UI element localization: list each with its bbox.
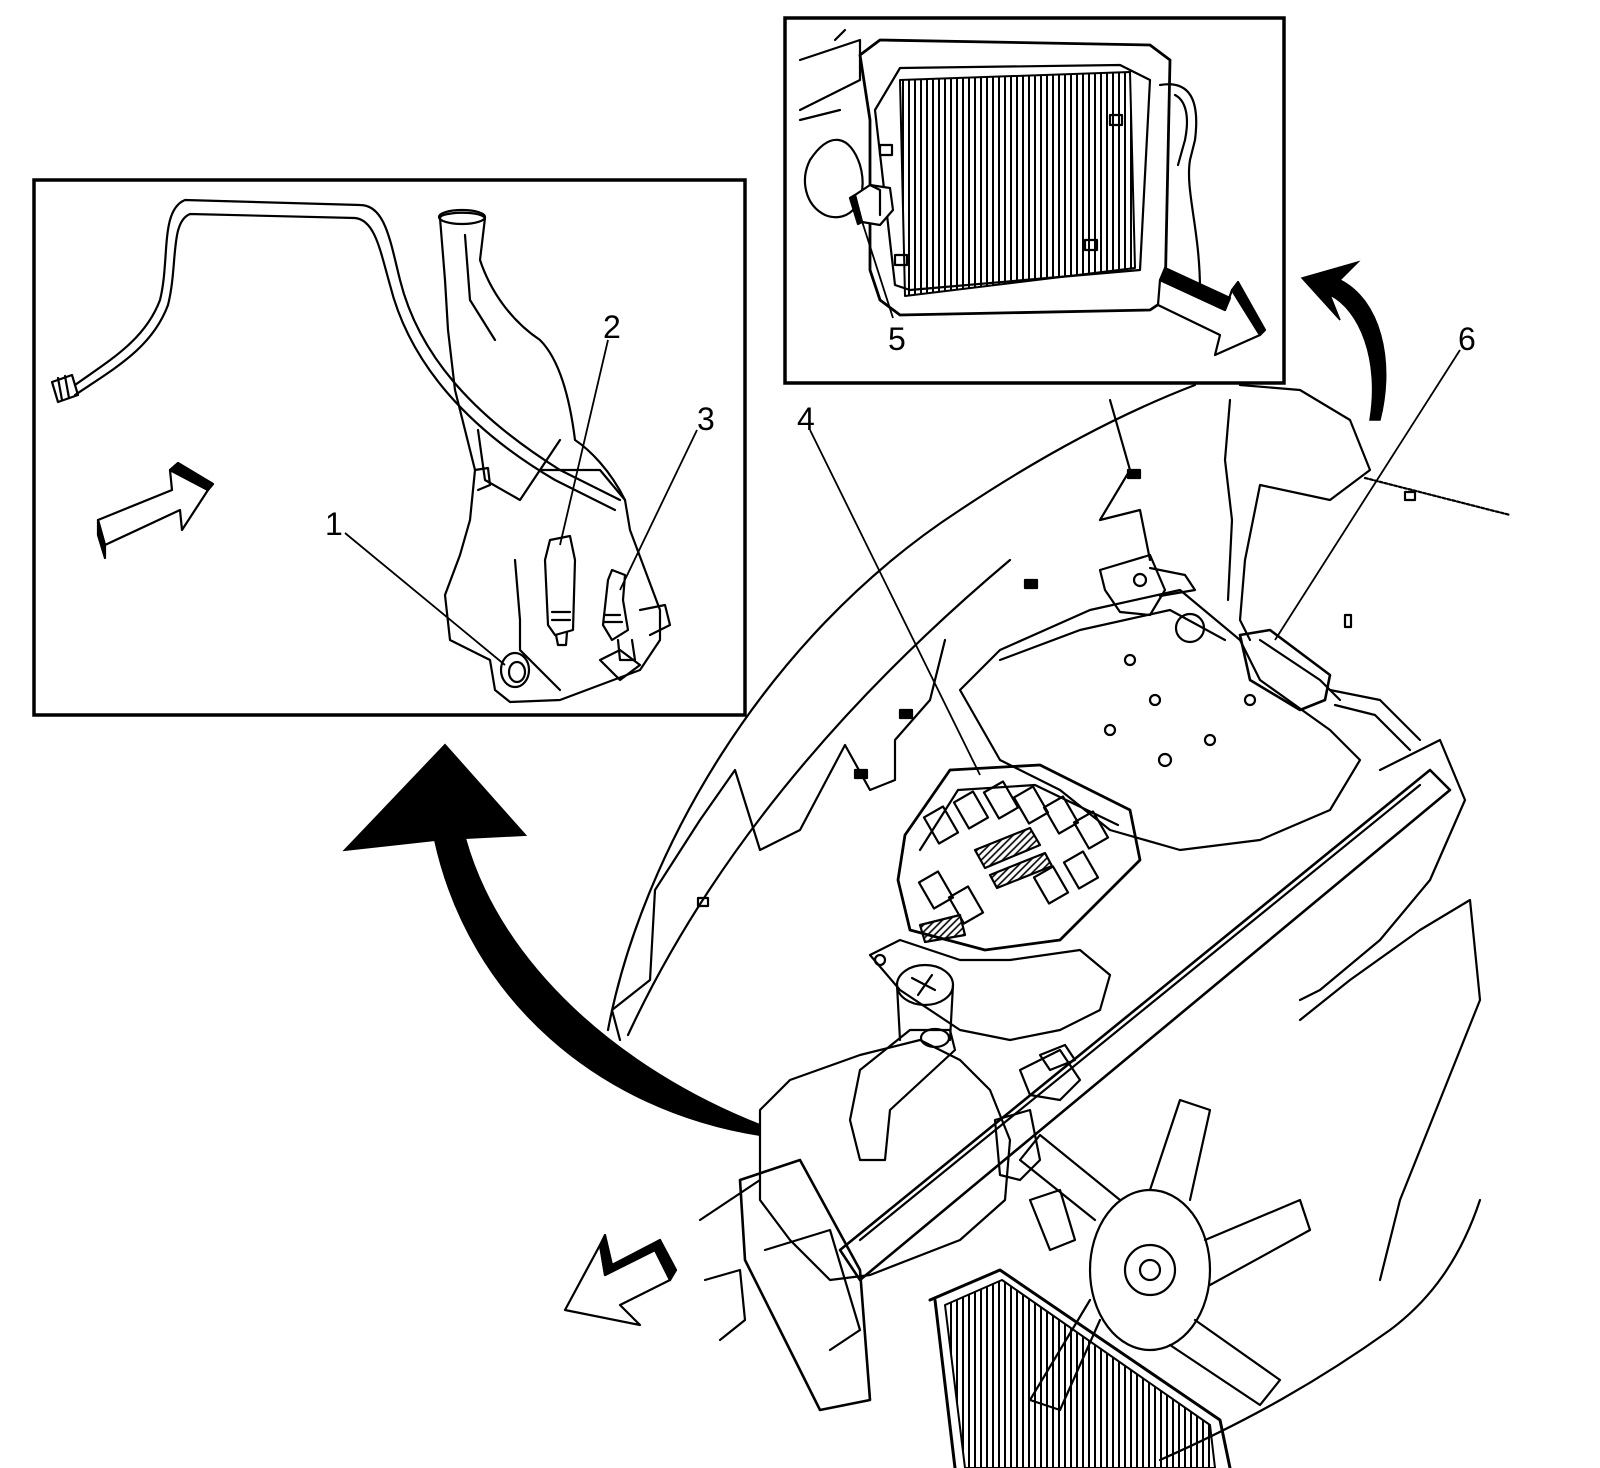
fuse-block-bracket (868, 938, 1112, 1042)
small-bracket-lower (1028, 1188, 1077, 1252)
filler-neck-opening (437, 208, 487, 226)
condenser-inner-frame (873, 63, 1152, 292)
hood-prop-line (1363, 476, 1512, 517)
front-direction-arrow (563, 1233, 678, 1327)
radiator-support (758, 1038, 1012, 1282)
mount-tab (638, 603, 672, 637)
left-body-panel (798, 38, 862, 112)
hood-outline (606, 383, 1197, 1032)
engine-bracket-arm (1148, 566, 1197, 598)
upper-support-edge (858, 783, 1422, 1242)
engine-block (958, 588, 1362, 852)
ambient-temp-sensor (848, 183, 895, 227)
harness-right (1258, 638, 1342, 702)
engine-bracket (1098, 553, 1167, 617)
cap-detail (910, 973, 937, 997)
curved-arrow-to-washer-inset (342, 743, 761, 1137)
radiator-frame (928, 1268, 1232, 1468)
underhood-fuse-block (896, 763, 1142, 952)
bolt (1157, 752, 1173, 768)
main-view-arrows (342, 260, 1387, 1327)
fender-panel (610, 638, 947, 1042)
right-lower-structure (1298, 898, 1482, 1282)
callout-1: 1 (325, 506, 343, 542)
support-arm (848, 1028, 957, 1162)
inset-frame-washer (32, 178, 747, 717)
washer-pump (543, 534, 577, 647)
bolt (1243, 693, 1257, 707)
bolt (1103, 723, 1117, 737)
component-6 (1238, 628, 1332, 712)
bracket-hole (873, 953, 887, 967)
condenser-inset-direction-arrow (1156, 266, 1267, 357)
callout-6: 6 (1458, 321, 1476, 357)
bolt (1148, 693, 1162, 707)
mount-tab-2 (473, 466, 492, 492)
left-panel-line (798, 28, 847, 122)
main-leader-lines (809, 349, 1461, 776)
cowl-line (1098, 398, 1152, 562)
reservoir-seam (476, 428, 562, 502)
frame-rail-left (698, 1178, 762, 1222)
radiator-core (944, 1279, 1216, 1468)
washer-leader-lines (344, 339, 698, 666)
support-boss (919, 1027, 951, 1049)
callout-5: 5 (888, 321, 906, 357)
cooling-fan (1018, 1098, 1312, 1412)
hood-inner-line (626, 558, 1012, 1037)
washer-reservoir-inset: 1 2 3 (32, 178, 747, 717)
reservoir-seam-2 (538, 468, 627, 502)
neck-seam (463, 233, 497, 342)
sensor-bracket (1018, 1048, 1082, 1102)
fluid-level-sensor (598, 568, 642, 682)
small-bracket (993, 1108, 1042, 1182)
right-fender (1238, 383, 1372, 642)
right-frame-rail (1298, 738, 1467, 1002)
washer-reservoir-body (438, 211, 662, 704)
bracket-bolt (1132, 572, 1148, 588)
condenser-side-hose (1158, 83, 1202, 292)
curved-arrow-to-cooling-inset (1300, 260, 1387, 421)
washer-outlet (499, 651, 531, 689)
reservoir-edge (513, 558, 562, 692)
washer-hose (73, 198, 622, 502)
engine-port (1174, 612, 1206, 644)
engine-compartment-view (606, 383, 1512, 1468)
right-fender-inner (1223, 398, 1234, 602)
condenser-core (899, 71, 1136, 297)
core-support-inner (763, 1228, 862, 1352)
bolt (1203, 733, 1217, 747)
callout-3: 3 (697, 401, 715, 437)
hose-right (1328, 688, 1422, 752)
washer-hose-inner (73, 212, 617, 512)
frame-rail-lower (703, 1268, 747, 1342)
washer-inset-direction-arrow (96, 461, 215, 560)
upper-radiator-support (838, 768, 1452, 1282)
condenser-sensor-inset: 5 (783, 16, 1286, 385)
core-support-lower (738, 1158, 872, 1412)
leader-5 (859, 214, 894, 319)
bolt (1123, 653, 1137, 667)
sensor-connector (1038, 1043, 1077, 1072)
callout-2: 2 (603, 309, 621, 345)
engine-top (998, 608, 1227, 662)
callout-4: 4 (797, 401, 815, 437)
lower-right-arc (1158, 1198, 1482, 1462)
